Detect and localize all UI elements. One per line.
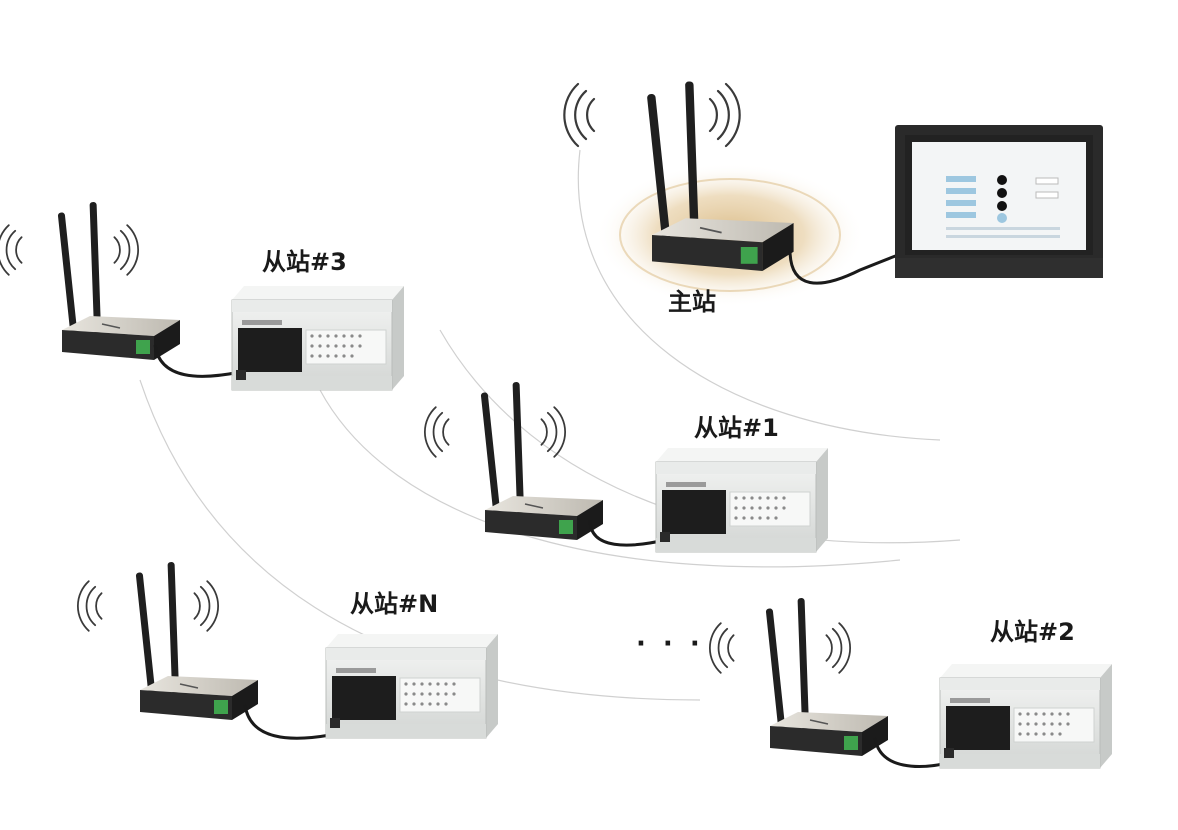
ellipsis: · · · <box>636 629 704 659</box>
slave1-cable <box>588 519 666 547</box>
slave3-router-icon <box>56 201 181 361</box>
slave1-label: 从站#1 <box>694 414 779 442</box>
master-cable <box>788 249 899 285</box>
slave-station-2: 从站#2 <box>708 597 1113 769</box>
hmi-touchscreen-icon <box>895 125 1103 278</box>
slave1-router-icon <box>479 381 604 541</box>
slave2-plc-icon <box>939 663 1113 769</box>
slave-station-3: 从站#3 <box>0 201 405 391</box>
slave3-cable <box>153 344 241 378</box>
slave1-plc-icon <box>655 447 829 553</box>
slaven-cable <box>243 704 331 740</box>
slave-station-1: 从站#1 <box>423 381 829 553</box>
slave3-label: 从站#3 <box>262 248 347 276</box>
slaven-router-icon <box>134 561 259 721</box>
slave1-signal-waves-icon <box>423 406 567 458</box>
slave2-signal-waves-icon <box>708 622 852 674</box>
slave2-router-icon <box>764 597 889 757</box>
slaven-label: 从站#N <box>350 590 438 618</box>
master-label: 主站 <box>668 288 716 316</box>
master-station: 主站 <box>563 80 1103 316</box>
slave-station-n: 从站#N <box>76 561 499 740</box>
slave3-plc-icon <box>231 285 405 391</box>
slaven-plc-icon <box>325 633 499 739</box>
slave2-label: 从站#2 <box>990 618 1075 646</box>
